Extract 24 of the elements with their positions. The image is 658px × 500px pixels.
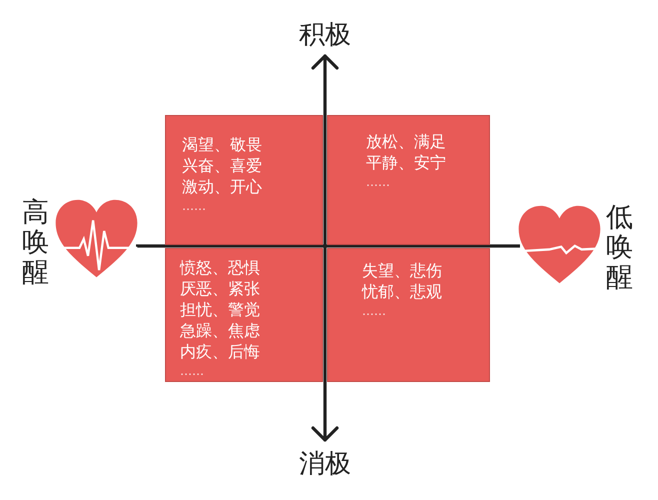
- quadrant-box: [327, 115, 490, 245]
- emotion-text: 兴奋、喜爱: [182, 155, 262, 176]
- emotion-text: 激动、开心: [182, 176, 262, 197]
- ellipsis-text: ……: [362, 303, 386, 319]
- emotion-text: 急躁、焦虑: [180, 320, 260, 341]
- axis-label: 低唤醒: [606, 203, 634, 293]
- axis-label: 高唤醒: [22, 198, 50, 288]
- quadrant-box: [165, 248, 323, 382]
- emotion-text: 厌恶、紧张: [180, 278, 260, 299]
- emotion-text: 渴望、敬畏: [182, 134, 262, 155]
- ellipsis-text: ……: [366, 174, 390, 190]
- axis-label: 积极: [299, 20, 351, 50]
- quadrant-box: [327, 248, 490, 382]
- emotion-text: 平静、安宁: [366, 152, 446, 173]
- quadrant-box: [165, 115, 323, 245]
- emotion-text: 愤怒、恐惧: [180, 257, 260, 278]
- ellipsis-text: ……: [180, 363, 204, 379]
- ellipsis-text: ……: [182, 198, 206, 214]
- emotion-text: 担忧、警觉: [180, 299, 260, 320]
- axis-label: 消极: [299, 449, 351, 479]
- emotion-text: 内疚、后悔: [180, 341, 260, 362]
- emotion-text: 放松、满足: [366, 131, 446, 152]
- emotion-text: 忧郁、悲观: [362, 281, 442, 302]
- emotion-text: 失望、悲伤: [362, 260, 442, 281]
